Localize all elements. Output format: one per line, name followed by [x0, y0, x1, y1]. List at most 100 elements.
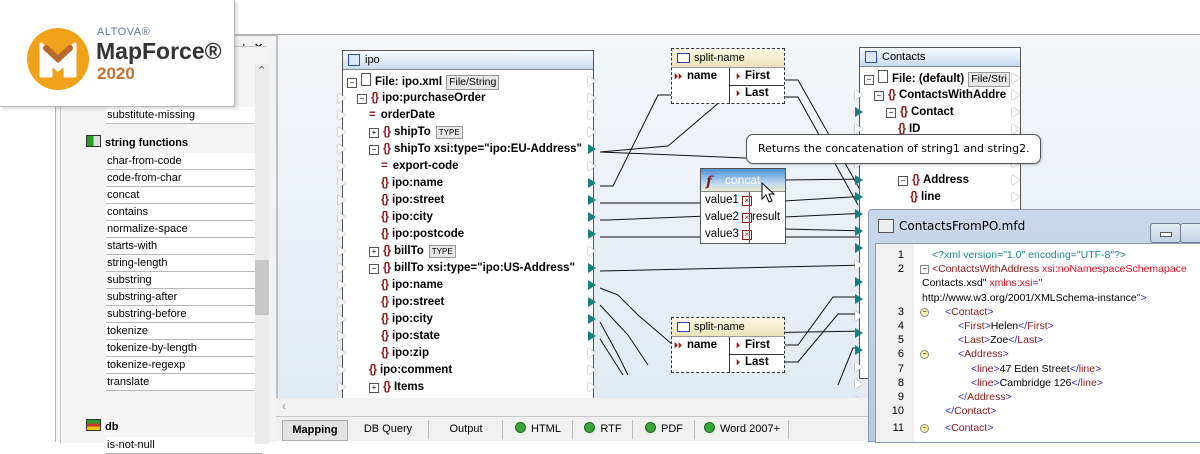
function-header[interactable]: split-name — [672, 318, 784, 337]
input-port[interactable] — [338, 161, 346, 171]
library-function-item[interactable]: substring-after — [106, 289, 262, 306]
component-header[interactable]: Contacts — [860, 48, 1020, 67]
tree-node[interactable]: {}ipo:state — [381, 328, 440, 345]
input-port[interactable] — [855, 175, 863, 185]
tree-node[interactable]: {}ipo:name — [381, 277, 443, 294]
tree-node[interactable]: {}ipo:zip — [381, 345, 429, 362]
fold-icon[interactable]: − — [920, 424, 929, 434]
input-port[interactable] — [855, 209, 863, 219]
function-header[interactable]: split-name — [672, 49, 784, 68]
tree-node[interactable]: +{}Items — [369, 379, 424, 396]
input-port[interactable] — [338, 212, 346, 222]
library-function-item[interactable]: code-from-char — [106, 170, 262, 187]
input-port[interactable] — [338, 331, 346, 341]
tree-node[interactable]: −{}Contact — [886, 104, 954, 121]
output-port[interactable] — [588, 212, 596, 222]
output-port[interactable] — [588, 348, 596, 358]
output-port[interactable] — [588, 76, 596, 86]
library-function-item[interactable]: tokenize — [106, 323, 262, 340]
input-port[interactable] — [855, 362, 863, 372]
collapse-icon[interactable]: − — [864, 75, 874, 85]
tree-node[interactable]: =orderDate — [369, 107, 435, 124]
maximize-button[interactable] — [1180, 223, 1200, 243]
output-port[interactable] — [588, 195, 596, 205]
output-port[interactable] — [588, 280, 596, 290]
tree-node[interactable]: −{}Address — [898, 172, 969, 189]
mapping-connection[interactable] — [600, 94, 673, 187]
tab-mapping[interactable]: Mapping — [282, 420, 348, 441]
output-port[interactable] — [1012, 192, 1020, 202]
output-port[interactable] — [588, 246, 596, 256]
remove-parameter-icon[interactable]: × — [741, 230, 752, 240]
input-port[interactable] — [855, 311, 863, 321]
tree-node[interactable]: {}ipo:name — [381, 175, 443, 192]
library-function-item[interactable]: concat — [106, 187, 262, 204]
mapping-connection[interactable] — [784, 313, 868, 363]
library-function-item[interactable]: translate — [106, 374, 262, 391]
tab-rtf[interactable]: RTF — [574, 420, 633, 439]
tree-node[interactable]: =export-code — [381, 158, 459, 175]
library-function-item[interactable]: string-length — [106, 255, 262, 272]
fold-icon[interactable]: − — [920, 350, 929, 360]
mapping-connection[interactable] — [783, 228, 869, 232]
tab-word-2007-[interactable]: Word 2007+ — [696, 420, 789, 439]
output-port[interactable] — [588, 331, 596, 341]
tree-node[interactable]: {}line — [910, 189, 941, 206]
input-port[interactable] — [338, 314, 346, 324]
mapping-connection[interactable] — [783, 195, 869, 202]
library-scrollbar[interactable]: ⌃ — [255, 64, 269, 444]
input-port[interactable] — [855, 107, 863, 117]
tree-node[interactable]: −{}billTo xsi:type="ipo:US-Address" — [369, 260, 575, 277]
input-port[interactable] — [338, 280, 346, 290]
output-port[interactable] — [588, 314, 596, 324]
tree-node[interactable]: {}ipo:street — [381, 192, 444, 209]
collapse-icon[interactable]: − — [886, 108, 896, 118]
output-port[interactable] — [588, 297, 596, 307]
collapse-icon[interactable]: − — [369, 264, 379, 274]
tree-node[interactable]: {}ipo:postcode — [381, 226, 464, 243]
input-port[interactable] — [338, 144, 346, 154]
scrollbar-thumb[interactable] — [255, 260, 269, 315]
input-port[interactable] — [855, 328, 863, 338]
input-port[interactable] — [855, 192, 863, 202]
collapse-icon[interactable]: − — [898, 176, 908, 186]
mapping-connection[interactable] — [783, 178, 869, 181]
tree-node[interactable]: {}ipo:comment — [369, 362, 452, 379]
library-function-item[interactable]: substring — [106, 272, 262, 289]
library-function-item[interactable]: normalize-space — [106, 221, 262, 238]
input-port[interactable] — [338, 297, 346, 307]
mapping-connection[interactable] — [599, 321, 629, 376]
output-port[interactable] — [1012, 107, 1020, 117]
tree-node[interactable]: −{}shipTo xsi:type="ipo:EU-Address" — [369, 141, 582, 158]
input-port[interactable] — [338, 127, 346, 137]
mapping-connection[interactable] — [600, 215, 709, 221]
library-function-item[interactable]: contains — [106, 204, 262, 221]
input-port[interactable] — [855, 294, 863, 304]
expand-icon[interactable]: + — [369, 383, 379, 393]
tab-output[interactable]: Output — [430, 420, 503, 439]
mapping-connection[interactable] — [599, 287, 674, 346]
fold-icon[interactable]: − — [920, 265, 929, 275]
output-port[interactable] — [588, 161, 596, 171]
collapse-icon[interactable]: − — [369, 145, 379, 155]
tree-node[interactable]: {}ID — [898, 121, 920, 138]
input-port[interactable] — [855, 226, 863, 236]
file-string-button[interactable]: File/String — [446, 75, 500, 90]
output-port[interactable] — [588, 263, 596, 273]
input-port[interactable] — [855, 277, 863, 287]
input-port[interactable] — [338, 382, 346, 392]
input-port[interactable] — [855, 90, 863, 100]
scroll-left-icon[interactable]: ‹ — [282, 399, 286, 413]
mapping-connection[interactable] — [784, 96, 859, 206]
scroll-up-icon[interactable]: ⌃ — [257, 65, 267, 77]
library-function-item[interactable]: substring-before — [106, 306, 262, 323]
library-function-item[interactable]: starts-with — [106, 238, 262, 255]
mapping-connection[interactable] — [599, 304, 649, 366]
type-button[interactable]: TYPE — [428, 245, 456, 258]
tab-html[interactable]: HTML — [504, 420, 573, 439]
tree-node[interactable]: −{}ipo:purchaseOrder — [357, 90, 485, 107]
tab-pdf[interactable]: PDF — [634, 420, 695, 439]
